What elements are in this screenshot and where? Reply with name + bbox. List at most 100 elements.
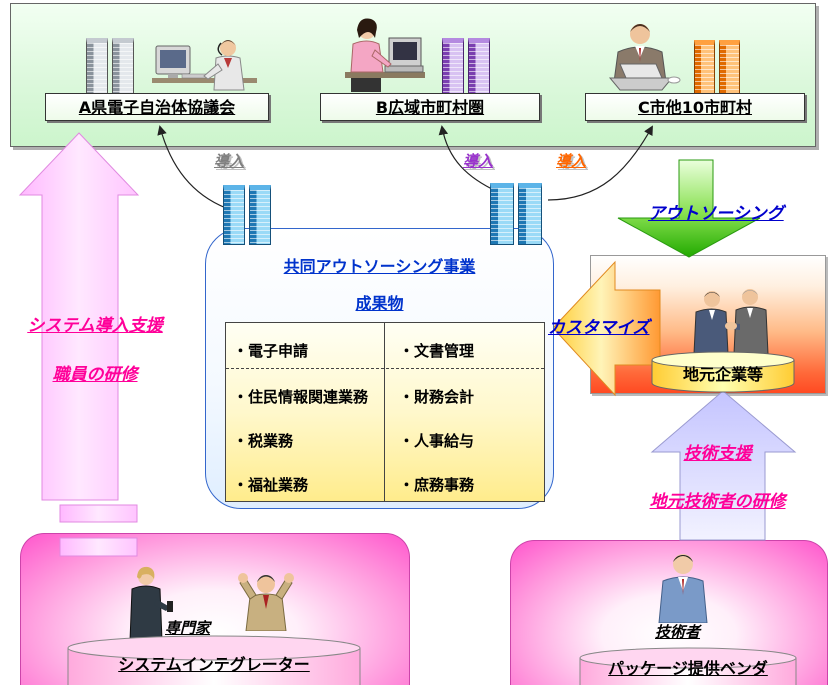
shirt-right xyxy=(747,308,753,318)
arrow-tail-bar xyxy=(59,537,138,557)
deliverables-column-right: ・文書管理 ・財務会計 ・人事給与 ・庶務事務 xyxy=(384,323,544,501)
expert-cheering-illustration xyxy=(238,573,294,631)
tech-support-up-arrow xyxy=(650,390,797,541)
server-rack xyxy=(719,40,740,94)
deliverables-table: ・電子申請 ・住民情報関連業務 ・税業務 ・福祉業務 ・文書管理 ・財務会計 ・… xyxy=(225,322,545,502)
computer-base xyxy=(384,65,424,73)
consultant-woman-illustration xyxy=(129,566,173,641)
introduction-label-b: 導入 xyxy=(463,152,494,170)
desk xyxy=(345,72,425,78)
head-right xyxy=(742,289,758,305)
org-label-c: C市他10市町村 xyxy=(585,93,805,121)
monitor-stand xyxy=(168,74,178,78)
server-icon xyxy=(490,183,542,245)
technician-illustration xyxy=(658,554,708,623)
hair-right xyxy=(742,290,758,295)
hair xyxy=(137,566,155,579)
shirt xyxy=(213,55,245,91)
local-company-pedestal xyxy=(651,351,795,393)
deliverable-item: ・税業務 xyxy=(233,432,294,450)
integrator-pedestal xyxy=(67,635,361,685)
hair xyxy=(257,575,275,582)
introduction-label-c: 導入 xyxy=(556,152,587,170)
system-integrator-label: システムインテグレーター xyxy=(118,655,310,674)
deliverable-item: ・人事給与 xyxy=(399,432,475,450)
org-label-a: A県電子自治体協議会 xyxy=(45,93,269,121)
deliverables-column-left: ・電子申請 ・住民情報関連業務 ・税業務 ・福祉業務 xyxy=(226,323,384,501)
tie xyxy=(224,58,232,68)
introduction-arrow-c xyxy=(547,125,653,201)
tie xyxy=(639,48,641,62)
blouse xyxy=(350,40,384,73)
tie xyxy=(682,579,684,595)
server-rack xyxy=(518,183,542,245)
introduction-label-a: 導入 xyxy=(214,152,245,170)
server-rack xyxy=(694,40,715,94)
head xyxy=(630,24,650,44)
arm xyxy=(154,599,170,611)
server-icon xyxy=(223,185,271,245)
staff-with-laptop-illustration xyxy=(608,24,681,91)
pedestal-top xyxy=(67,635,361,661)
fist-right xyxy=(284,573,294,583)
pedestal-top xyxy=(579,647,797,669)
monitor-screen xyxy=(160,50,186,68)
customize-label: カスタマイズ xyxy=(548,318,650,338)
outsourcing-down-arrow xyxy=(617,159,761,258)
arrow-tail-bar xyxy=(59,504,138,523)
head xyxy=(220,40,236,56)
deliverable-item: ・電子申請 xyxy=(233,342,309,360)
head xyxy=(257,575,275,593)
monitor-screen xyxy=(393,42,417,60)
introduction-arrow-a xyxy=(157,125,227,209)
headset xyxy=(217,42,223,56)
deliverable-item: ・住民情報関連業務 xyxy=(233,388,369,406)
handshake-illustration xyxy=(693,289,769,354)
vendor-pedestal xyxy=(579,647,797,685)
laptop-screen xyxy=(619,63,663,79)
desk xyxy=(152,78,257,83)
system-support-up-arrow xyxy=(18,132,140,501)
suit xyxy=(658,576,708,623)
local-engineer-training-label: 地元技術者の研修 xyxy=(649,492,786,512)
org-label-b: B広域市町村圏 xyxy=(320,93,540,121)
server-rack xyxy=(490,183,514,245)
phone xyxy=(167,601,173,612)
fist-left xyxy=(238,573,248,583)
server-rack xyxy=(223,185,245,245)
server-rack xyxy=(442,38,464,94)
hair xyxy=(673,555,693,562)
hair xyxy=(630,24,650,32)
staff-training-label: 職員の研修 xyxy=(52,365,138,385)
tie xyxy=(263,595,269,609)
deliverable-item: ・財務会計 xyxy=(399,388,475,406)
engineer-role-label: 技術者 xyxy=(655,623,701,641)
outsourcing-label: アウトソーシング xyxy=(648,204,784,224)
head-left xyxy=(704,291,720,307)
customize-left-arrow xyxy=(552,260,661,397)
hair xyxy=(220,40,236,46)
operator-at-desk-illustration xyxy=(152,40,257,91)
expert-role-label: 専門家 xyxy=(165,619,211,637)
row-divider-dashed xyxy=(226,368,544,369)
tech-support-label: 技術支援 xyxy=(683,444,752,464)
local-company-label: 地元企業等 xyxy=(682,365,763,384)
head xyxy=(673,554,693,574)
hair-left xyxy=(704,292,720,297)
server-icon xyxy=(86,38,134,94)
server-rack xyxy=(112,38,134,94)
laptop-base xyxy=(608,77,674,91)
server-rack xyxy=(468,38,490,94)
chair xyxy=(351,78,381,92)
cup xyxy=(667,76,681,84)
deliverable-item: ・庶務事務 xyxy=(399,476,475,494)
staff-at-computer-illustration xyxy=(345,18,425,92)
suit xyxy=(129,585,163,641)
introduction-arrow-b xyxy=(438,125,499,193)
suit-left xyxy=(693,308,729,354)
server-rack xyxy=(249,185,271,245)
system-support-label: システム導入支援 xyxy=(27,316,163,336)
pedestal-top xyxy=(651,351,795,369)
